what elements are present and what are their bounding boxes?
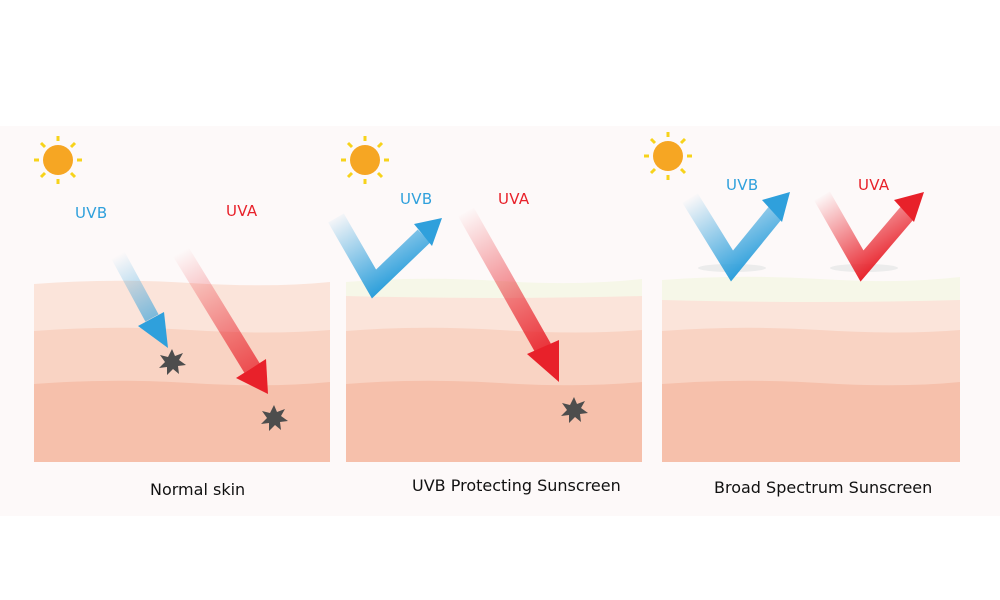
sunscreen-layer (662, 276, 960, 302)
uva-arrow (458, 207, 559, 382)
skin-layers (34, 280, 330, 462)
panel-broad-spectrum-sunscreen: UVB UVA Broad Spectrum Sunscreen (644, 126, 980, 516)
panel-uvb-sunscreen: UVB UVA UVB Protecting Sunscreen (328, 126, 660, 516)
panel-broad-spectrum-illustration (644, 132, 960, 462)
uvb-label: UVB (726, 176, 759, 194)
uvb-arrow (328, 213, 442, 299)
uvb-label: UVB (400, 190, 433, 208)
damage-burst-icon (561, 397, 588, 423)
sun-icon (644, 132, 692, 180)
skin-layers (346, 280, 642, 462)
uvb-arrow (107, 244, 168, 348)
panel-normal-skin-illustration (34, 136, 330, 462)
uva-arrow (168, 239, 268, 394)
panel-caption: UVB Protecting Sunscreen (412, 476, 621, 495)
panel-caption: Broad Spectrum Sunscreen (714, 478, 933, 497)
sunscreen-layer (346, 278, 642, 298)
uvb-label: UVB (75, 204, 108, 222)
panel-caption: Normal skin (150, 480, 246, 499)
uvb-arrow (682, 192, 790, 282)
panel-normal-skin: UVB UVA Normal skin (30, 126, 350, 516)
panel-uvb-sunscreen-illustration (328, 136, 642, 462)
skin-layers (662, 280, 960, 462)
uva-label: UVA (858, 176, 890, 194)
damage-burst-icon (159, 349, 186, 375)
sun-icon (34, 136, 82, 184)
uva-label: UVA (498, 190, 530, 208)
uva-label: UVA (226, 202, 258, 220)
uva-arrow (814, 191, 924, 282)
damage-burst-icon (261, 405, 288, 431)
sun-icon (341, 136, 389, 184)
